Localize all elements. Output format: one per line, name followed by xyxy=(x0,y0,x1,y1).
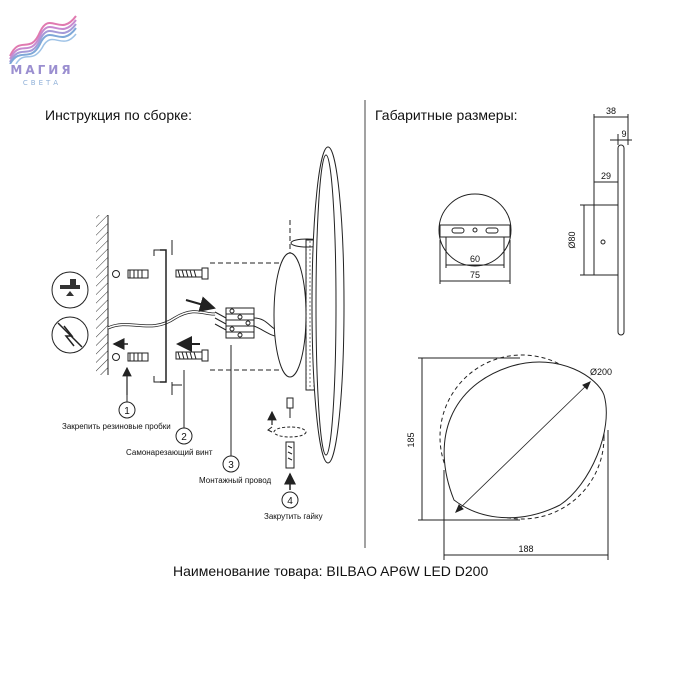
product-name: Наименование товара: BILBAO AP6W LED D20… xyxy=(173,563,489,579)
step-4-marker: 4 xyxy=(281,491,299,509)
step-4-label: Закрутить гайку xyxy=(264,512,323,521)
dim-depth-total: 38 xyxy=(606,106,616,116)
dim-base-width: 75 xyxy=(470,270,480,280)
step-2-label: Самонарезающий винт xyxy=(126,448,213,457)
step-1-number: 1 xyxy=(124,406,130,417)
wall-plug-lower xyxy=(127,352,149,362)
side-view xyxy=(580,114,632,336)
self-tapping-screw-lower xyxy=(175,349,209,362)
brand-subtitle: СВЕТА xyxy=(22,79,62,87)
wall-plug-upper xyxy=(127,269,149,279)
step-2-number: 2 xyxy=(181,432,187,443)
dimensions-heading: Габаритные размеры: xyxy=(375,107,518,123)
dim-circle-diameter: Ø200 xyxy=(590,367,612,377)
step-3-marker: 3 xyxy=(222,455,240,473)
brand-name: МАГИЯ xyxy=(10,63,74,77)
step-4-number: 4 xyxy=(287,496,293,507)
step-1-marker: 1 xyxy=(118,401,136,419)
assembly-heading: Инструкция по сборке: xyxy=(45,107,193,123)
drill-icon xyxy=(51,271,89,309)
front-view xyxy=(418,354,609,560)
step-3-label: Монтажный провод xyxy=(199,476,272,485)
dim-base-depth: 29 xyxy=(601,171,611,181)
no-electricity-icon xyxy=(51,316,89,354)
dim-height: 185 xyxy=(406,432,416,447)
step-2-marker: 2 xyxy=(175,427,193,445)
logo-wave-icon xyxy=(9,15,77,64)
wall-hatch xyxy=(96,215,108,375)
dim-panel-thickness: 9 xyxy=(621,129,626,139)
dim-base-diameter: Ø80 xyxy=(567,231,577,248)
assembly-drawing xyxy=(51,146,345,490)
step-1-label: Закрепить резиновые пробки xyxy=(62,422,171,431)
dim-hole-spacing: 60 xyxy=(470,254,480,264)
terminal-block xyxy=(225,307,255,339)
base-front-view xyxy=(438,193,512,284)
base-front xyxy=(273,252,307,378)
step-3-number: 3 xyxy=(228,460,234,471)
self-tapping-screw-upper xyxy=(175,267,209,280)
lamp-disc xyxy=(311,146,345,464)
dim-width: 188 xyxy=(518,544,533,554)
